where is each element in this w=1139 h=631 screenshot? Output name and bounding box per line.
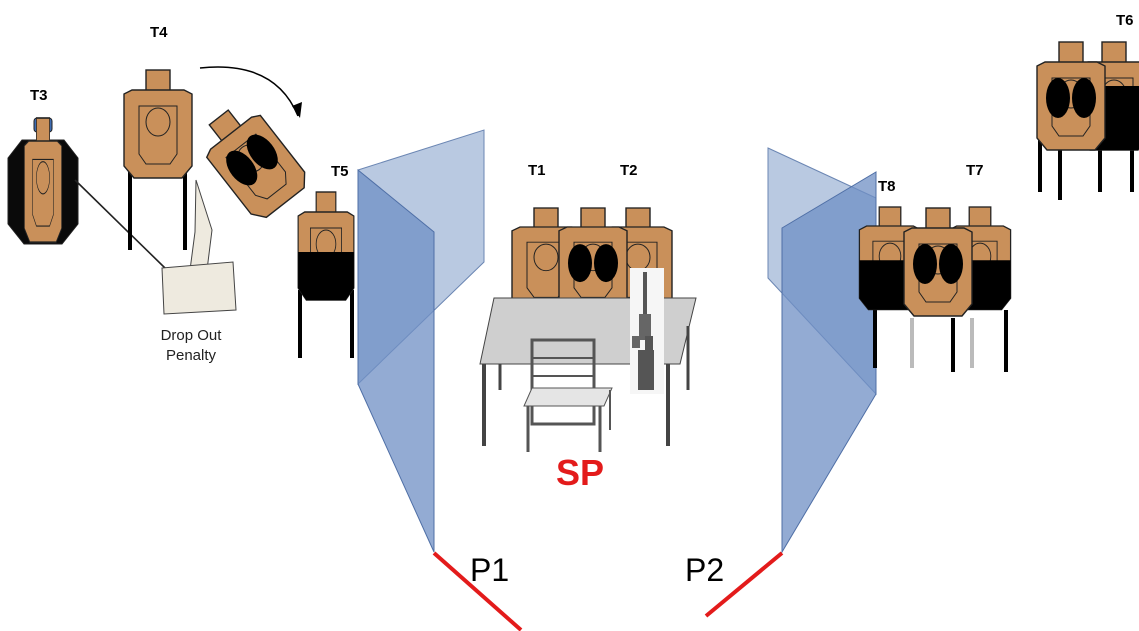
port-p2-label: P2 (685, 552, 725, 588)
label-t3: T3 (30, 87, 48, 104)
label-t8: T8 (878, 178, 896, 195)
target-group-t6 (1036, 41, 1139, 200)
target-body-t4 (123, 69, 193, 179)
label-t2: T2 (620, 162, 638, 179)
rifle-icon (630, 268, 664, 394)
swing-arrow-head-icon (292, 102, 302, 118)
start-position-label: SP (556, 452, 605, 493)
swinger-arm (189, 179, 213, 271)
port-p1-label: P1 (470, 552, 510, 588)
no-shoot-right (903, 207, 973, 317)
wall-left (357, 129, 485, 553)
penalty-plate (161, 261, 237, 315)
drop-out-penalty-label: Drop Out Penalty (126, 326, 256, 366)
drop-out-penalty-line2: Penalty (165, 347, 217, 364)
target-body-t3 (23, 117, 63, 244)
label-t5: T5 (331, 163, 349, 180)
target-group-t7-t8 (858, 206, 1012, 372)
no-shoot-center (558, 207, 628, 312)
fault-line-p1 (432, 551, 523, 631)
label-t7: T7 (966, 162, 984, 179)
target-t5 (297, 191, 355, 358)
wall-right (767, 147, 877, 554)
chair-icon (523, 338, 613, 452)
swinger-target-t4 (191, 95, 313, 225)
target-t4 (123, 66, 313, 271)
drop-out-penalty-line1: Drop Out (160, 327, 222, 344)
target-t3 (7, 117, 79, 245)
fault-line-p2 (704, 551, 784, 618)
label-t1: T1 (528, 162, 546, 179)
swing-arrow (199, 66, 299, 117)
label-t4: T4 (150, 24, 168, 41)
activation-cable (74, 179, 166, 269)
label-t6: T6 (1116, 12, 1134, 29)
no-shoot-t6 (1036, 41, 1106, 151)
